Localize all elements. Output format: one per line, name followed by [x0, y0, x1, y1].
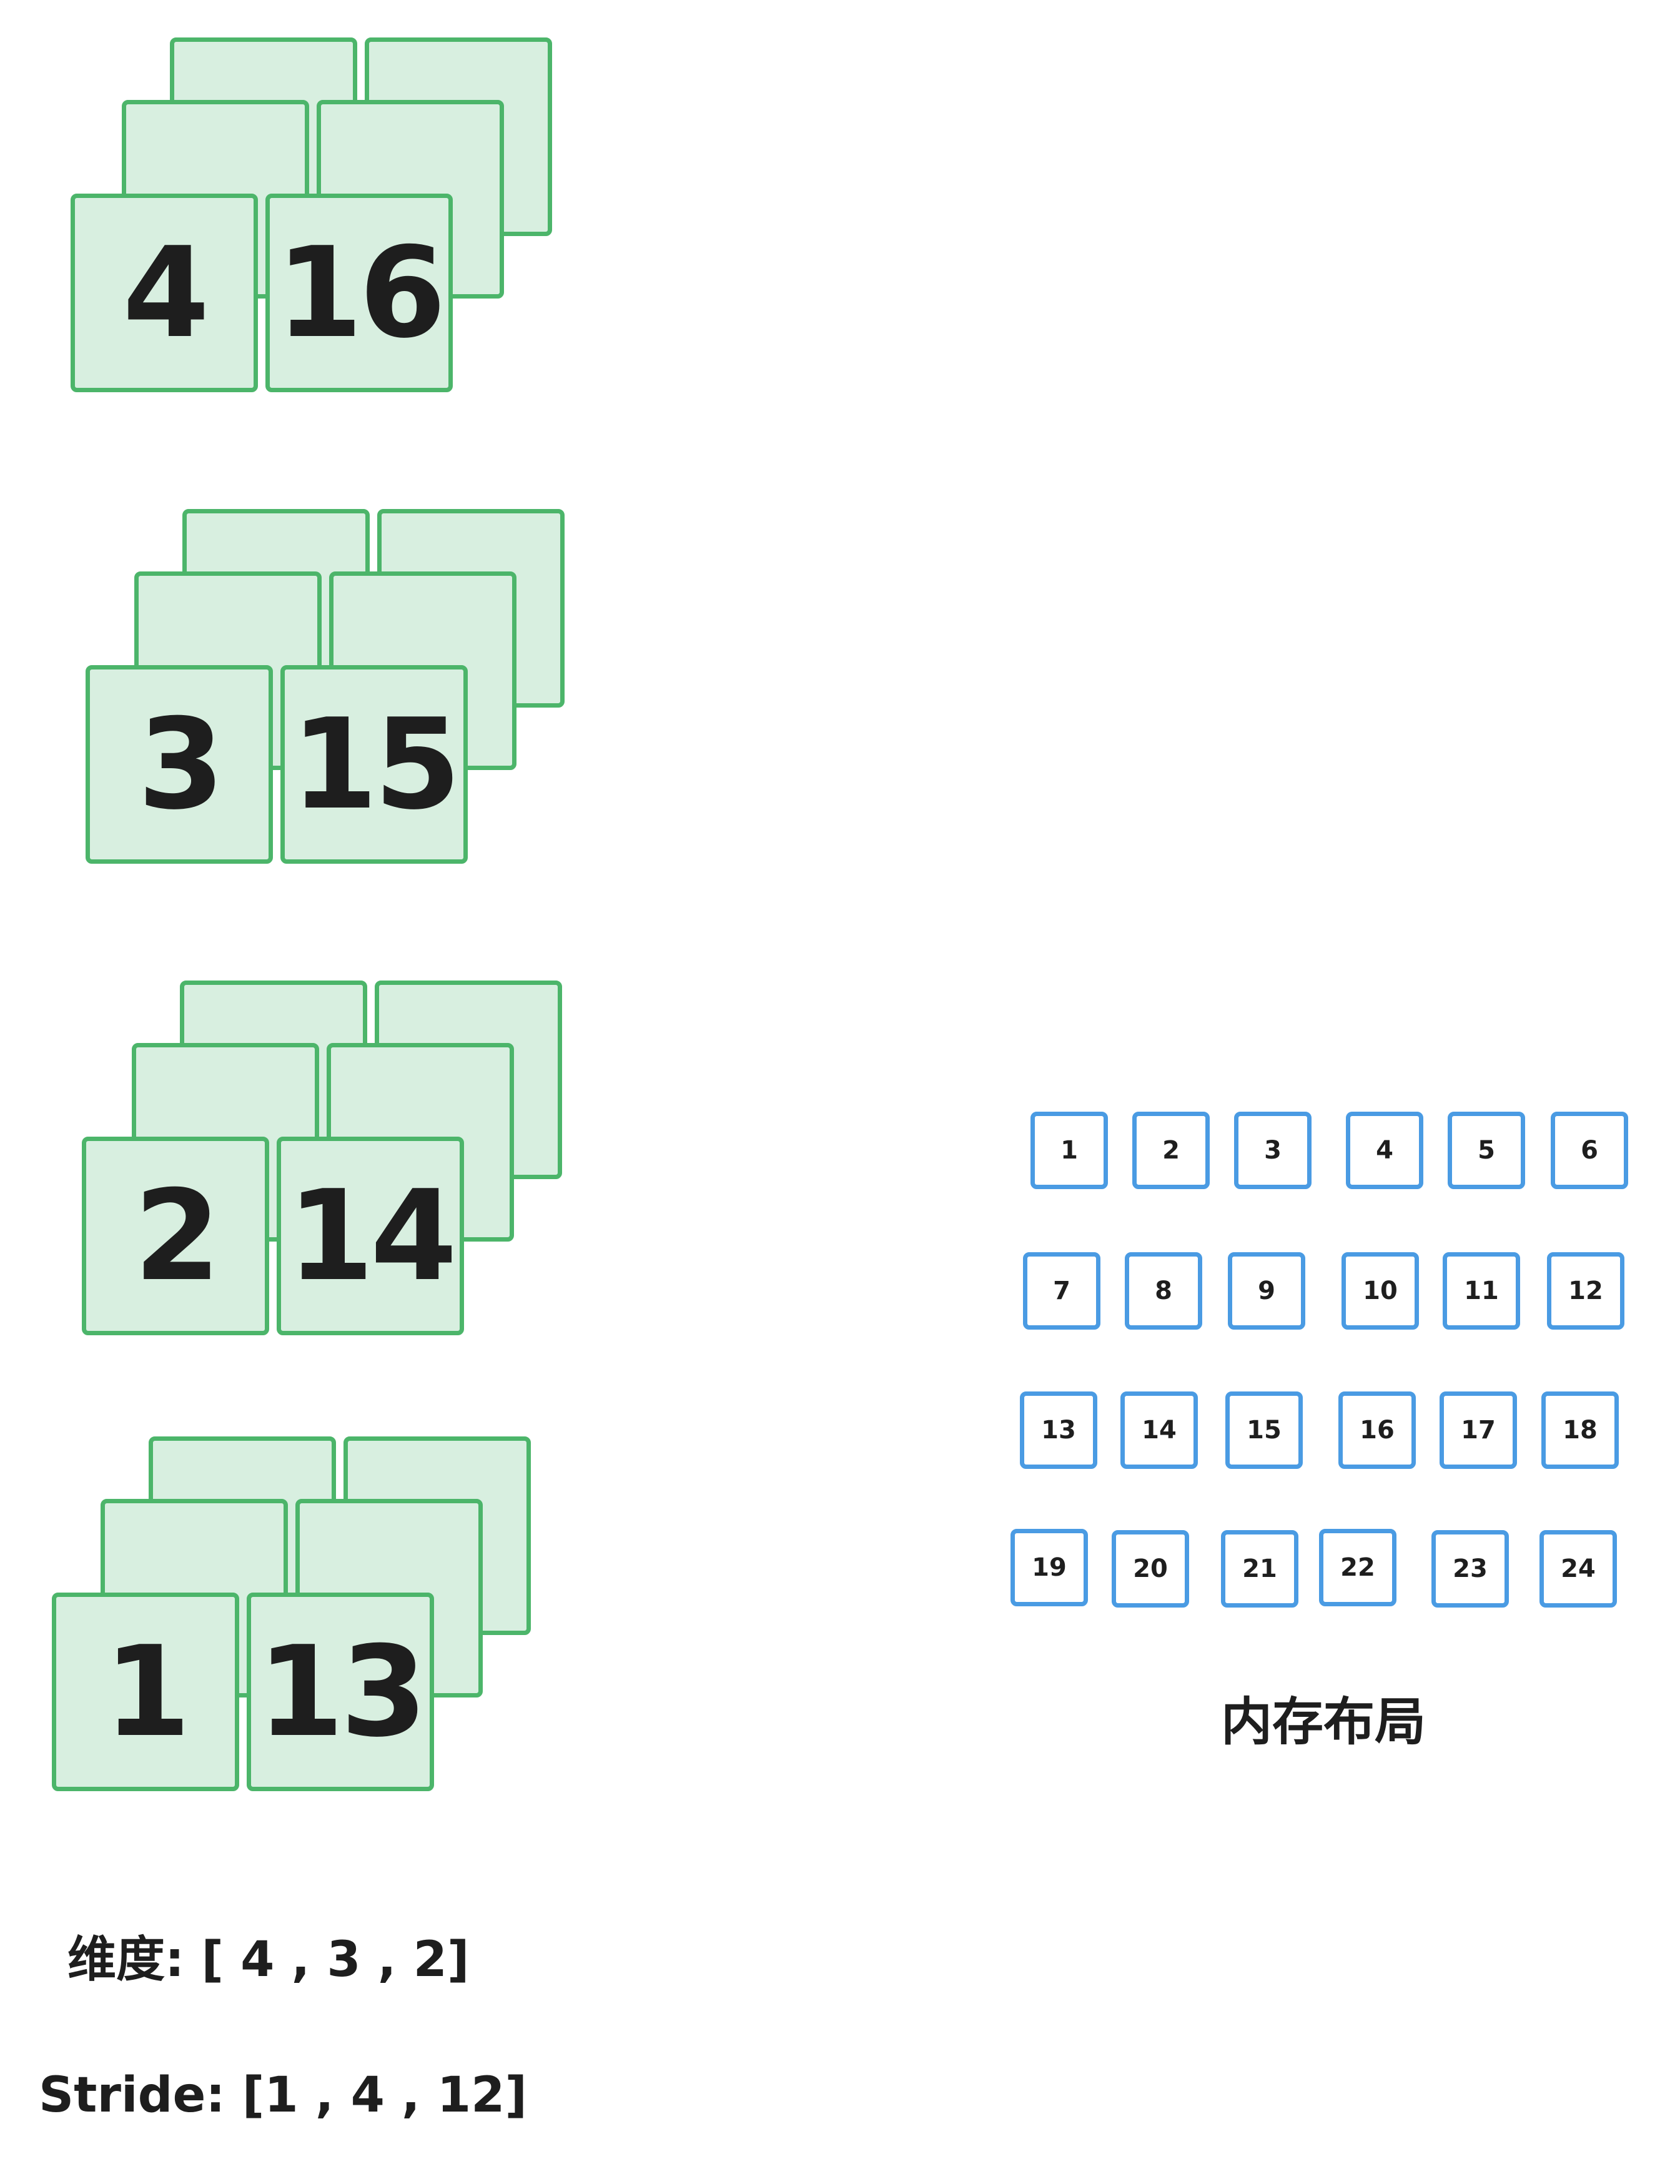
memory-cell: 18 [1541, 1391, 1619, 1469]
stack-card-front-left: 3 [86, 665, 273, 864]
memory-cell: 24 [1539, 1530, 1617, 1608]
card-number: 13 [257, 1619, 427, 1765]
memory-cell: 4 [1346, 1112, 1423, 1189]
stack-card-front-right: 13 [247, 1593, 434, 1791]
card-number: 2 [134, 1163, 220, 1309]
stack-card-front-left: 1 [52, 1593, 239, 1791]
card-number: 15 [290, 691, 461, 838]
stack-card-front-left: 4 [71, 194, 258, 392]
stack-card-front-right: 15 [280, 665, 468, 864]
card-number: 1 [104, 1619, 190, 1765]
stack-card-front-left: 2 [82, 1137, 269, 1335]
memory-cell: 20 [1112, 1530, 1189, 1608]
memory-cell: 7 [1023, 1252, 1100, 1330]
memory-cell: 3 [1234, 1112, 1312, 1189]
card-number: 16 [275, 220, 446, 366]
memory-cell: 21 [1221, 1530, 1298, 1608]
memory-cell: 10 [1342, 1252, 1419, 1330]
memory-cell: 14 [1120, 1391, 1198, 1469]
card-number: 3 [137, 691, 224, 838]
stack-card-front-right: 14 [277, 1137, 464, 1335]
memory-cell: 1 [1030, 1112, 1108, 1189]
memory-cell: 8 [1125, 1252, 1202, 1330]
memory-cell: 23 [1431, 1530, 1509, 1608]
memory-cell: 16 [1338, 1391, 1416, 1469]
memory-cell: 22 [1319, 1529, 1396, 1606]
memory-cell: 5 [1448, 1112, 1525, 1189]
memory-cell: 12 [1547, 1252, 1624, 1330]
stack-card-front-right: 16 [265, 194, 453, 392]
memory-cell: 2 [1132, 1112, 1210, 1189]
memory-cell: 11 [1443, 1252, 1520, 1330]
memory-cell: 19 [1010, 1529, 1088, 1606]
memory-cell: 9 [1228, 1252, 1305, 1330]
memory-cell: 13 [1020, 1391, 1097, 1469]
memory-cell: 17 [1440, 1391, 1517, 1469]
memory-cell: 15 [1225, 1391, 1303, 1469]
stride-label: Stride: [1 , 4 , 12] [39, 2067, 528, 2123]
card-number: 4 [122, 220, 209, 366]
dimensions-label: 维度: [ 4 , 3 , 2] [67, 1932, 470, 1988]
memory-cell: 6 [1551, 1112, 1628, 1189]
card-number: 14 [287, 1163, 457, 1309]
memory-layout-label: 内存布局 [1221, 1692, 1426, 1752]
